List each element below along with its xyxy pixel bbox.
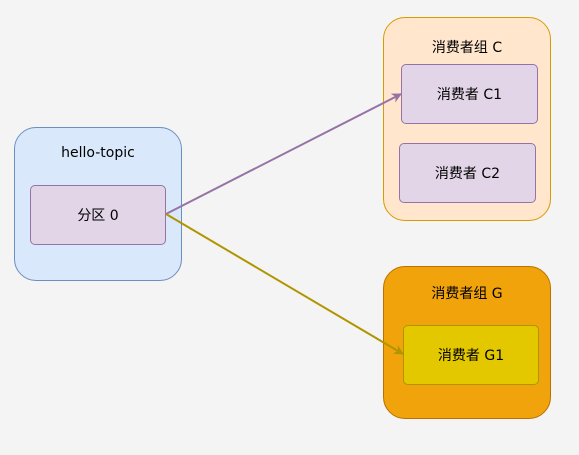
topic-title: hello-topic bbox=[61, 145, 135, 161]
arrow-partition-to-c1 bbox=[165, 93, 402, 215]
partition-node[interactable]: 分区 0 bbox=[30, 185, 166, 245]
arrow-partition-to-g1 bbox=[165, 213, 404, 355]
partition-label: 分区 0 bbox=[77, 208, 119, 224]
consumer-c2-node[interactable]: 消费者 C2 bbox=[399, 143, 536, 203]
consumer-g1-node[interactable]: 消费者 G1 bbox=[403, 325, 539, 385]
consumer-g1-label: 消费者 G1 bbox=[437, 348, 505, 364]
consumer-group-c-title: 消费者组 C bbox=[431, 40, 503, 56]
consumer-c2-label: 消费者 C2 bbox=[434, 166, 501, 182]
consumer-group-g-title: 消费者组 G bbox=[431, 286, 503, 302]
consumer-c1-label: 消费者 C1 bbox=[436, 87, 503, 103]
consumer-c1-node[interactable]: 消费者 C1 bbox=[401, 64, 538, 124]
